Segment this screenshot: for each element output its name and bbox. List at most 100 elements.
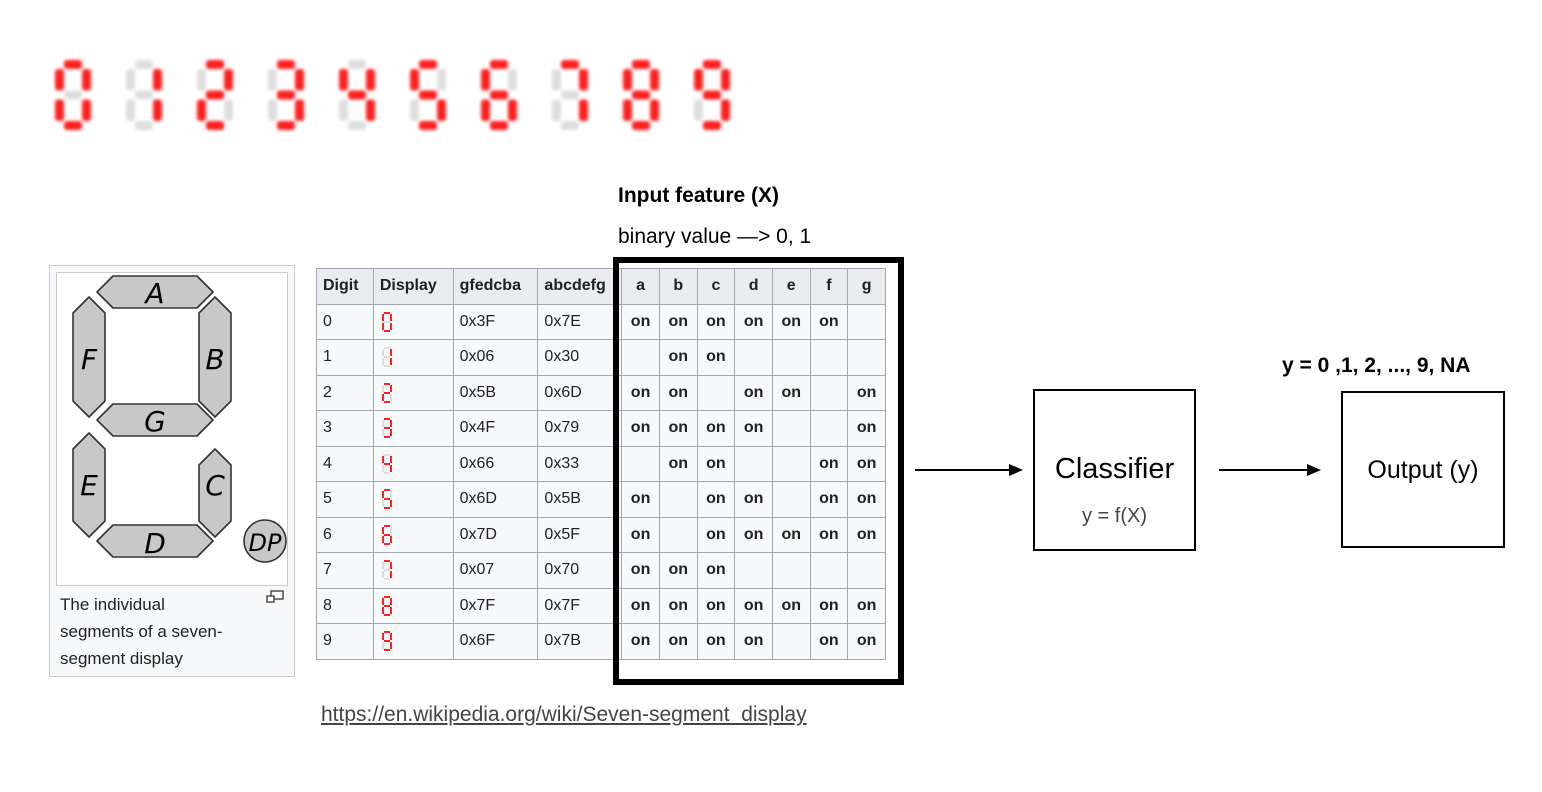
display-cell bbox=[372, 339, 454, 376]
digit-7-segment-d bbox=[561, 121, 579, 130]
digit-9-segment-b bbox=[721, 69, 730, 91]
digit-8-segment-c bbox=[650, 99, 659, 121]
seg-b-cell: on bbox=[658, 552, 698, 589]
display-segment-g bbox=[383, 640, 390, 643]
digit-8-segment-d bbox=[632, 121, 650, 130]
display-segment-f bbox=[381, 633, 384, 641]
classifier-title: Classifier bbox=[1054, 453, 1175, 485]
digit-5-segment-d bbox=[419, 121, 437, 130]
digit-7-glyph bbox=[552, 60, 588, 130]
header-gfedcba: gfedcba bbox=[452, 268, 539, 305]
seg-b-cell: on bbox=[658, 623, 698, 660]
digit-1-segment-e bbox=[126, 99, 135, 121]
digit-4-segment-a bbox=[348, 60, 366, 69]
segment-label-e: E bbox=[80, 469, 98, 502]
display-segment-e bbox=[381, 535, 384, 543]
digit-8-glyph bbox=[623, 60, 659, 130]
digit-9-segment-a bbox=[703, 60, 721, 69]
display-segment-b bbox=[389, 597, 392, 605]
gfedcba-cell: 0x07 bbox=[452, 552, 539, 589]
abcdefg-cell: 0x7B bbox=[537, 623, 623, 660]
segment-b-shape bbox=[198, 296, 232, 418]
digit-1-glyph bbox=[126, 60, 162, 130]
display-segment-e bbox=[381, 393, 384, 401]
enlarge-icon[interactable] bbox=[266, 590, 284, 604]
display-segment-c bbox=[389, 535, 392, 543]
display-segment-a bbox=[383, 595, 390, 598]
seg-a-cell: on bbox=[621, 481, 660, 518]
abcdefg-cell: 0x5F bbox=[537, 516, 623, 553]
display-segment-b bbox=[389, 420, 392, 428]
seg-f-cell: on bbox=[809, 587, 849, 624]
digit-6-segment-g bbox=[490, 90, 508, 100]
header-seg-g: g bbox=[847, 268, 886, 305]
segment-label-g: G bbox=[144, 405, 166, 438]
digit-5-segment-e bbox=[410, 99, 419, 121]
display-segment-c bbox=[389, 358, 392, 366]
segment-label-dp: DP bbox=[249, 529, 282, 557]
display-segment-d bbox=[383, 649, 390, 652]
display-segment-a bbox=[383, 418, 390, 421]
display-segment-f bbox=[381, 491, 384, 499]
digit-4-segment-g bbox=[348, 90, 366, 100]
segment-table-container: Digit Display gfedcba abcdefg a b c d e … bbox=[316, 268, 886, 678]
seg-b-cell: on bbox=[658, 339, 698, 376]
digit-1-segment-b bbox=[153, 69, 162, 91]
input-feature-title: Input feature (X) bbox=[618, 184, 779, 207]
segment-d-shape bbox=[96, 524, 214, 558]
abcdefg-cell: 0x7F bbox=[537, 587, 623, 624]
display-segment-g bbox=[383, 391, 390, 394]
gfedcba-cell: 0x66 bbox=[452, 445, 539, 482]
seg-b-cell bbox=[658, 516, 698, 553]
display-segment-f bbox=[381, 384, 384, 392]
seg-g-cell: on bbox=[847, 587, 886, 624]
segment-diagram: A B C D E F G DP bbox=[72, 275, 287, 563]
seg-f-cell: on bbox=[809, 445, 849, 482]
seg-g-cell: on bbox=[847, 516, 886, 553]
digit-1-segment-d bbox=[135, 121, 153, 130]
caption-line: segment display bbox=[60, 649, 183, 668]
digit-cell: 4 bbox=[316, 445, 374, 482]
display-segment-b bbox=[389, 384, 392, 392]
display-segment-a bbox=[383, 560, 390, 563]
display-segment-d bbox=[383, 507, 390, 510]
digit-3-segment-c bbox=[295, 99, 304, 121]
digit-cell: 9 bbox=[316, 623, 374, 660]
display-digit-icon bbox=[381, 311, 392, 332]
display-cell bbox=[372, 623, 454, 660]
segment-c-shape bbox=[198, 448, 232, 538]
display-cell bbox=[372, 303, 454, 340]
seg-a-cell: on bbox=[621, 623, 660, 660]
seg-c-cell: on bbox=[696, 623, 736, 660]
digit-cell: 0 bbox=[316, 303, 374, 340]
display-segment-a bbox=[383, 453, 390, 456]
display-digit-icon bbox=[381, 489, 392, 510]
display-segment-b bbox=[389, 491, 392, 499]
display-segment-b bbox=[389, 526, 392, 534]
digit-cell: 5 bbox=[316, 481, 374, 518]
seg-g-cell bbox=[847, 303, 886, 340]
digit-4-segment-f bbox=[339, 69, 348, 91]
digit-8-segment-e bbox=[623, 99, 632, 121]
display-cell bbox=[372, 445, 454, 482]
digit-6-segment-a bbox=[490, 60, 508, 69]
seg-c-cell: on bbox=[696, 339, 736, 376]
display-segment-b bbox=[389, 349, 392, 357]
digit-4-segment-e bbox=[339, 99, 348, 121]
seg-f-cell bbox=[809, 410, 849, 447]
display-segment-d bbox=[383, 400, 390, 403]
display-cell bbox=[372, 410, 454, 447]
display-segment-b bbox=[389, 633, 392, 641]
digit-0-segment-c bbox=[82, 99, 91, 121]
abcdefg-cell: 0x7E bbox=[537, 303, 623, 340]
abcdefg-cell: 0x33 bbox=[537, 445, 623, 482]
seg-d-cell: on bbox=[734, 374, 773, 411]
source-link[interactable]: https://en.wikipedia.org/wiki/Seven-segm… bbox=[321, 703, 807, 726]
seg-d-cell bbox=[734, 445, 773, 482]
digit-7-segment-a bbox=[561, 60, 579, 69]
output-values-label: y = 0 ,1, 2, ..., 9, NA bbox=[1282, 354, 1471, 377]
